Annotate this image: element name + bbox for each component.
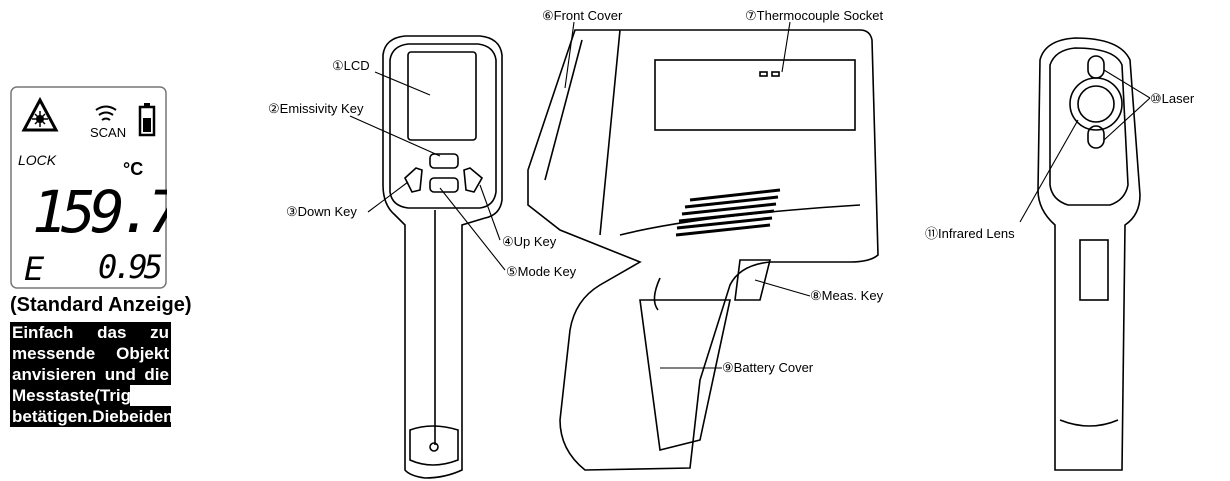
lcd-caption: (Standard Anzeige) bbox=[10, 294, 192, 316]
desc-line-3: anvisieren und die bbox=[10, 364, 171, 385]
up-key[interactable] bbox=[463, 167, 484, 193]
front-view bbox=[382, 35, 503, 479]
label-front-cover: ⑥Front Cover bbox=[542, 8, 623, 23]
lcd-scan-text: SCAN bbox=[90, 125, 126, 140]
label-mode-key: ⑤Mode Key bbox=[506, 264, 577, 279]
lcd-unit-text: °C bbox=[123, 159, 143, 179]
side-view bbox=[527, 29, 879, 471]
label-lcd: ①LCD bbox=[332, 58, 370, 73]
lcd-emissivity-value: 0.95 bbox=[98, 248, 162, 286]
meas-key[interactable] bbox=[734, 259, 772, 301]
infrared-lens bbox=[1069, 77, 1123, 131]
back-view bbox=[1037, 37, 1141, 471]
vent-slots bbox=[675, 188, 781, 237]
laser-warning-icon bbox=[21, 96, 59, 132]
label-emissivity-key: ②Emissivity Key bbox=[268, 101, 364, 116]
scan-wave-icon bbox=[95, 105, 117, 121]
label-thermocouple-socket: ⑦Thermocouple Socket bbox=[745, 8, 883, 23]
emissivity-key[interactable] bbox=[429, 153, 459, 169]
lcd-temperature-reading: 159.7 bbox=[32, 178, 167, 246]
label-meas-key: ⑧Meas. Key bbox=[810, 288, 884, 303]
desc-line-5: betätigen. Die beiden bbox=[10, 406, 171, 427]
desc-line-4: Messtaste(Trigger) bbox=[10, 385, 164, 406]
desc-line-2: messende Objekt bbox=[10, 343, 171, 364]
label-down-key: ③Down Key bbox=[286, 204, 357, 219]
battery-cover bbox=[639, 299, 731, 451]
laser-window-top bbox=[1087, 55, 1105, 79]
label-laser: ⑩Laser bbox=[1150, 91, 1195, 106]
mode-key[interactable] bbox=[429, 177, 459, 193]
label-up-key: ④Up Key bbox=[502, 234, 557, 249]
down-key[interactable] bbox=[404, 167, 423, 193]
desc-line-1: Einfach das zu bbox=[10, 322, 171, 343]
lcd-lock-text: LOCK bbox=[18, 152, 57, 168]
leader-lines bbox=[349, 21, 1151, 369]
label-infrared-lens: ⑪Infrared Lens bbox=[925, 226, 1015, 241]
battery-icon bbox=[138, 103, 156, 137]
laser-window-bottom bbox=[1087, 125, 1105, 149]
lcd-window bbox=[407, 51, 477, 141]
label-battery-cover: ⑨Battery Cover bbox=[722, 360, 814, 375]
lcd-display-illustration: SCAN LOCK °C 159.7 E 0.95 bbox=[10, 86, 189, 289]
description-text: Einfach das zu messende Objekt anvisiere… bbox=[10, 322, 171, 481]
lcd-emissivity-symbol: E bbox=[24, 250, 45, 288]
